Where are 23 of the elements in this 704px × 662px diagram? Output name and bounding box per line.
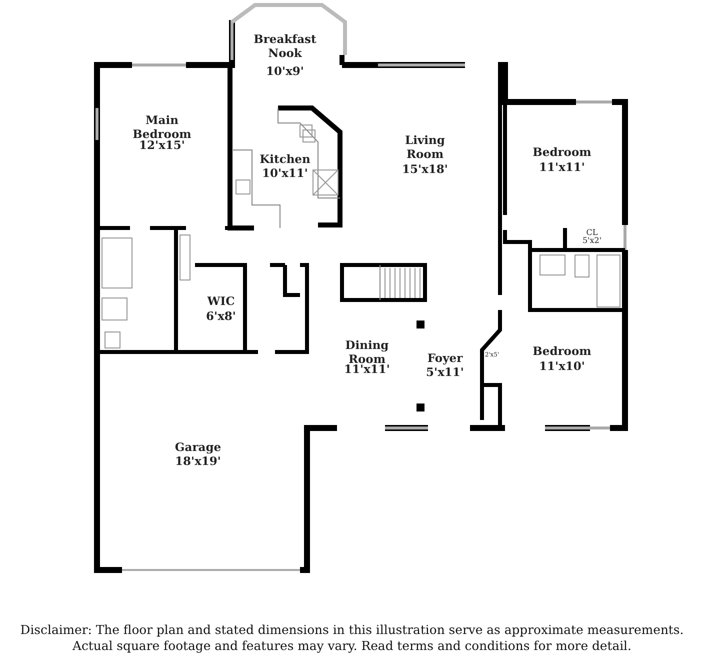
room-label: Main Bedroom [132, 114, 192, 141]
room-label: Living Room [404, 134, 446, 162]
room-dimension: 12'x15' [139, 139, 185, 153]
room-dimension: 5'x11' [426, 366, 464, 380]
room-label: Garage [174, 441, 222, 455]
room-dimension: 11'x10' [539, 360, 585, 374]
disclaimer-caption: Disclaimer: The floor plan and stated dimensions in this illustration serve as approximate measurements. Actual square footage and features may vary. Read terms and conditions for more detail. [19, 622, 685, 653]
room-dimension: 18'x19' [175, 455, 221, 469]
room-label: Bedroom [532, 146, 592, 160]
room-dimension: 6'x8' [206, 310, 236, 324]
room-label: Dining Room [344, 339, 390, 366]
room-dimension: 11'x11' [344, 363, 390, 377]
room-dimension: 10'x11' [262, 167, 308, 181]
room-dimension: 15'x18' [402, 163, 448, 177]
room-label: Foyer [427, 352, 463, 366]
room-label: WIC [207, 295, 235, 309]
room-label: CL [586, 228, 598, 238]
room-dimension: 10'x9' [266, 65, 304, 79]
room-dimension: 11'x11' [539, 161, 585, 175]
room-label: Kitchen [260, 153, 310, 167]
room-dimension: 5'x2' [582, 236, 602, 246]
room-label: Breakfast Nook [252, 33, 318, 61]
room-label: Bedroom [532, 345, 592, 359]
